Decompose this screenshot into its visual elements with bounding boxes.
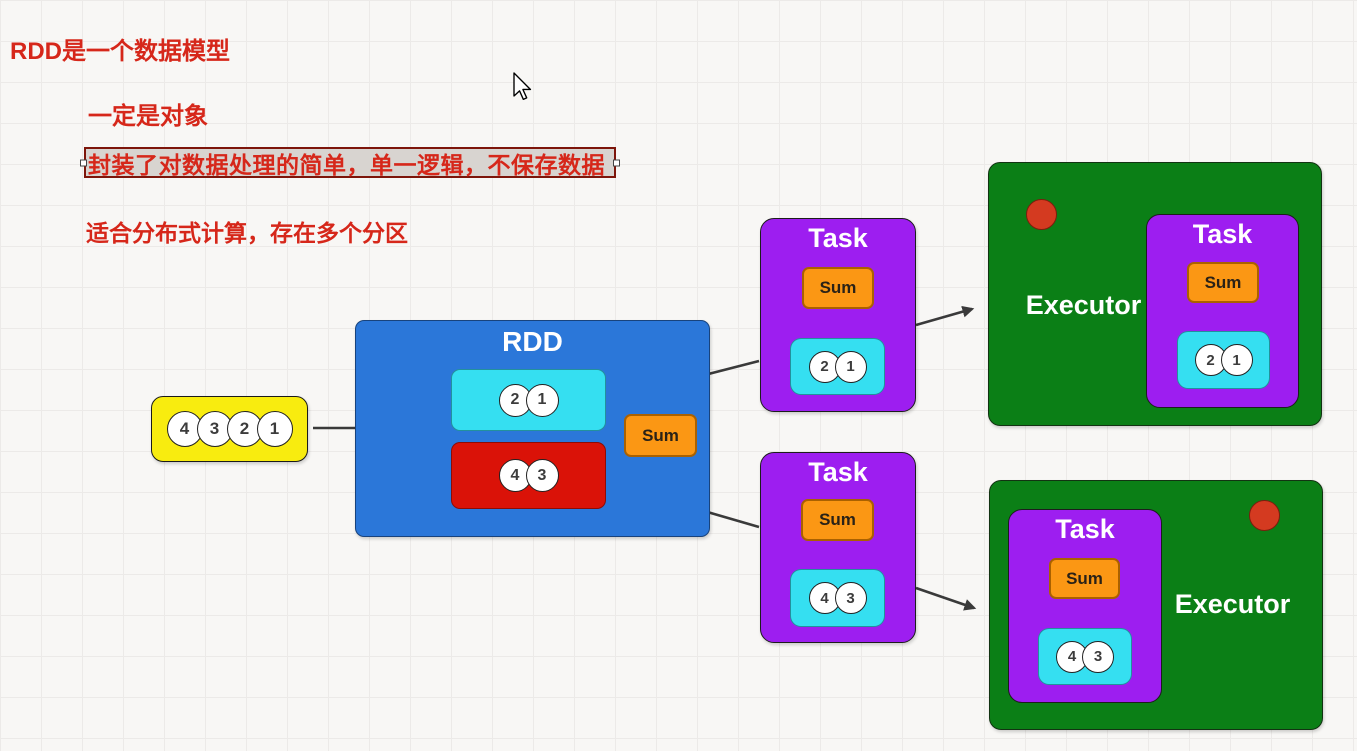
executor1-task-partition[interactable]: 2 1 — [1177, 331, 1270, 389]
note-point-distributed[interactable]: 适合分布式计算，存在多个分区 — [86, 220, 408, 246]
executor2-status-dot[interactable] — [1249, 500, 1280, 531]
task1-title: Task — [808, 223, 868, 253]
note-point-logic-selected[interactable]: 封装了对数据处理的简单，单一逻辑，不保存数据 — [80, 147, 620, 178]
executor2-label: Executor — [1174, 589, 1291, 619]
rdd-box[interactable]: RDD 2 1 4 3 Sum — [355, 320, 710, 537]
executor1-task-sum-button[interactable]: Sum — [1187, 262, 1259, 303]
executor1-status-dot[interactable] — [1026, 199, 1057, 230]
task1-partition[interactable]: 2 1 — [790, 338, 885, 395]
executor2-box[interactable]: Executor Task Sum 4 3 — [989, 480, 1323, 730]
task2-sum-button[interactable]: Sum — [801, 499, 874, 541]
value-circle[interactable]: 1 — [1220, 344, 1253, 376]
executor1-task-title: Task — [1192, 219, 1253, 249]
selection-handle-left[interactable] — [80, 159, 87, 166]
selection-handle-right[interactable] — [613, 159, 620, 166]
task1-box[interactable]: Task Sum 2 1 — [760, 218, 916, 412]
value-circle[interactable]: 1 — [834, 350, 867, 383]
note-point-object[interactable]: 一定是对象 — [88, 103, 208, 130]
value-circle[interactable]: 1 — [256, 411, 293, 447]
executor1-task-box[interactable]: Task Sum 2 1 — [1146, 214, 1299, 408]
mouse-cursor-icon — [513, 72, 532, 101]
executor2-task-sum-button[interactable]: Sum — [1049, 558, 1120, 599]
task2-title: Task — [808, 457, 868, 487]
executor2-task-title: Task — [1055, 514, 1115, 544]
arrow-task2-to-executor2[interactable] — [915, 586, 977, 611]
value-circle[interactable]: 3 — [525, 459, 559, 492]
note-title[interactable]: RDD是一个数据模型 — [10, 38, 230, 65]
rdd-sum-button[interactable]: Sum — [624, 414, 697, 457]
value-circle[interactable]: 3 — [834, 582, 867, 614]
executor2-task-box[interactable]: Task Sum 4 3 — [1008, 509, 1162, 703]
value-circle[interactable]: 1 — [525, 383, 559, 417]
task1-sum-button[interactable]: Sum — [802, 267, 874, 309]
value-circle[interactable]: 3 — [1082, 640, 1114, 673]
executor1-box[interactable]: Executor Task Sum 2 1 — [988, 162, 1322, 426]
source-collection-box[interactable]: 4 3 2 1 — [151, 396, 308, 462]
executor1-label: Executor — [1025, 290, 1142, 320]
arrow-task1-to-executor1[interactable] — [915, 305, 975, 327]
executor2-task-partition[interactable]: 4 3 — [1038, 628, 1132, 685]
rdd-partition-1[interactable]: 2 1 — [451, 369, 606, 431]
rdd-title: RDD — [502, 326, 563, 357]
task2-partition[interactable]: 4 3 — [790, 569, 885, 627]
rdd-partition-2[interactable]: 4 3 — [451, 442, 606, 509]
task2-box[interactable]: Task Sum 4 3 — [760, 452, 916, 643]
note-point-logic-text: 封装了对数据处理的简单，单一逻辑，不保存数据 — [88, 151, 605, 178]
